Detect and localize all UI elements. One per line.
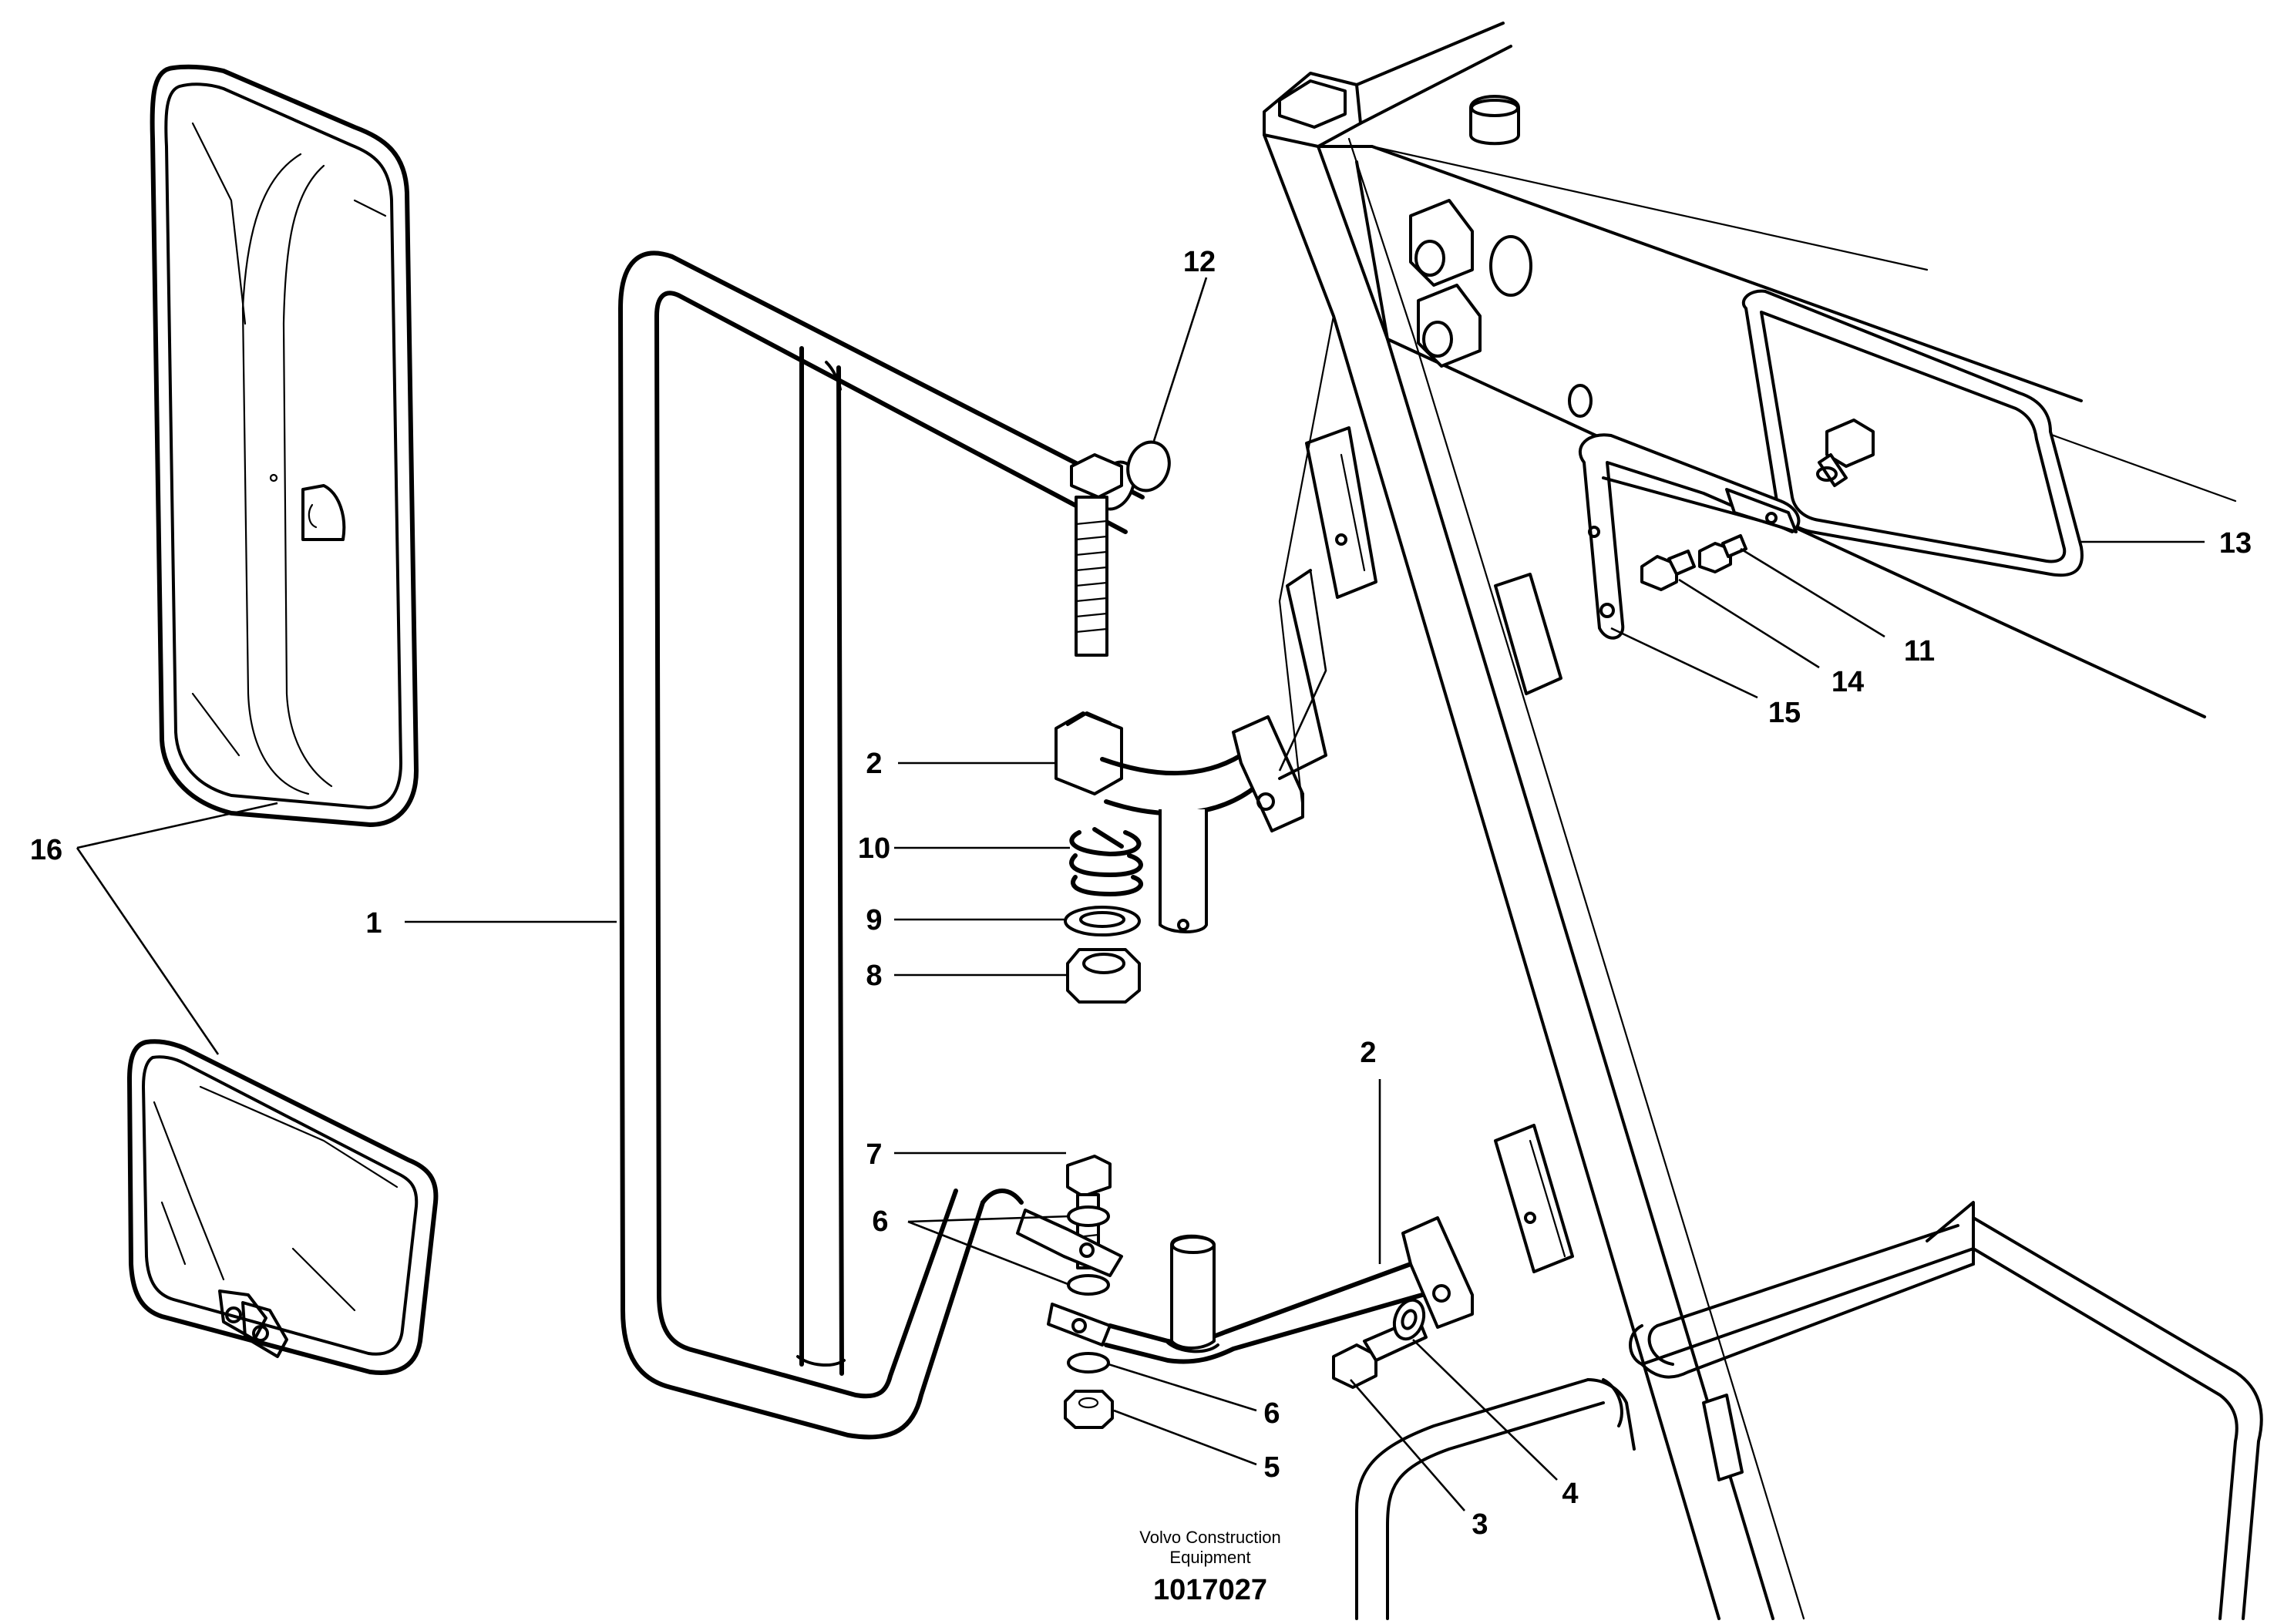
lower-bracket — [1016, 1209, 1474, 1364]
drawing-number: 1017027 — [1153, 1574, 1267, 1606]
nut-8 — [1066, 948, 1141, 1004]
upper-bracket — [1054, 711, 1304, 933]
callout-7: 7 — [866, 1138, 882, 1171]
washer-6-mid — [1067, 1274, 1110, 1296]
cab-structure — [1263, 22, 2263, 1620]
callout-6-upper: 6 — [872, 1205, 888, 1238]
callout-16: 16 — [30, 834, 62, 866]
nut-5 — [1064, 1390, 1114, 1429]
leader-lines — [76, 277, 2205, 1511]
callout-12: 12 — [1183, 246, 1216, 278]
callout-3: 3 — [1472, 1508, 1488, 1541]
mirror-tall — [150, 64, 419, 827]
callout-2-upper: 2 — [866, 748, 882, 780]
callout-10: 10 — [858, 832, 890, 865]
bolt-11 — [1698, 534, 1747, 573]
callout-11: 11 — [1904, 635, 1935, 667]
washer-6-bottom — [1067, 1352, 1110, 1374]
brand-line-1: Volvo Construction — [1139, 1528, 1280, 1547]
callout-6-lower: 6 — [1263, 1397, 1280, 1430]
mirror-wide — [127, 1039, 439, 1375]
spring-10 — [1069, 827, 1143, 896]
callout-9: 9 — [866, 904, 882, 936]
callout-1: 1 — [365, 907, 382, 940]
callout-5: 5 — [1263, 1451, 1280, 1484]
drawing-footer: Volvo Construction Equipment 1017027 — [1139, 1528, 1280, 1606]
callout-13: 13 — [2219, 527, 2252, 560]
washer-6-top — [1067, 1205, 1110, 1227]
bracket-15 — [1579, 433, 1801, 640]
callout-labels: 1 2 2 3 4 5 6 6 7 8 9 10 11 12 13 14 15 … — [30, 246, 2252, 1541]
callout-4: 4 — [1562, 1478, 1578, 1510]
brand-line-2: Equipment — [1169, 1548, 1250, 1567]
washer-4 — [1392, 1298, 1426, 1341]
callout-14: 14 — [1832, 666, 1864, 698]
callout-15: 15 — [1768, 697, 1801, 729]
cap-12 — [1126, 440, 1171, 493]
callout-8: 8 — [866, 960, 882, 992]
mirror-right — [1741, 289, 2084, 577]
washer-9 — [1064, 906, 1141, 936]
mirror-frame-tube — [618, 250, 1145, 1440]
bolt-14 — [1640, 550, 1696, 591]
callout-2-lower: 2 — [1360, 1037, 1376, 1069]
